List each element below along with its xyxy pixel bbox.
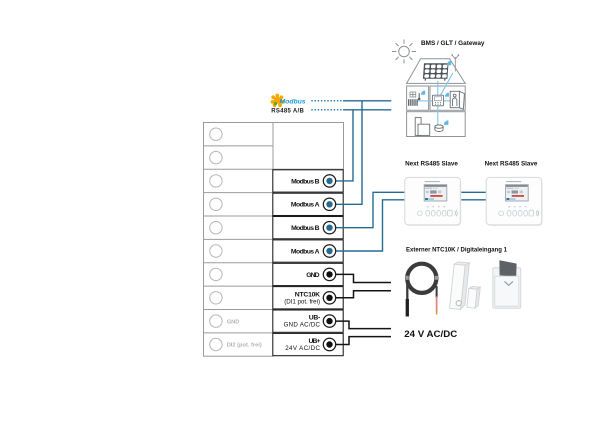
svg-text:(DI1 pot. frei): (DI1 pot. frei): [284, 298, 320, 305]
svg-text:Externer NTC10K / Digitaleinga: Externer NTC10K / Digitaleingang 1: [406, 247, 507, 254]
svg-text:NTC10K: NTC10K: [295, 291, 320, 298]
svg-text:Modbus A: Modbus A: [291, 248, 320, 255]
svg-text:Next RS485 Slave: Next RS485 Slave: [405, 161, 458, 168]
svg-text:Next RS485 Slave: Next RS485 Slave: [485, 161, 538, 168]
svg-text:GND: GND: [227, 319, 240, 325]
svg-text:BMS / GLT / Gateway: BMS / GLT / Gateway: [421, 40, 485, 47]
svg-text:UB+: UB+: [309, 338, 321, 345]
svg-text:24V AC/DC: 24V AC/DC: [285, 345, 320, 352]
svg-text:24 V AC/DC: 24 V AC/DC: [404, 329, 458, 339]
svg-text:Modbus B: Modbus B: [291, 178, 319, 185]
svg-text:Modbus B: Modbus B: [291, 225, 319, 232]
svg-text:Modbus A: Modbus A: [291, 202, 320, 209]
svg-text:GND: GND: [306, 272, 319, 279]
svg-text:RS485 A/B: RS485 A/B: [271, 109, 304, 115]
svg-text:Modbus: Modbus: [280, 99, 306, 106]
svg-text:UB-: UB-: [309, 315, 321, 322]
svg-text:DI2 (pot. frei): DI2 (pot. frei): [227, 343, 262, 349]
svg-text:GND AC/DC: GND AC/DC: [284, 322, 321, 329]
